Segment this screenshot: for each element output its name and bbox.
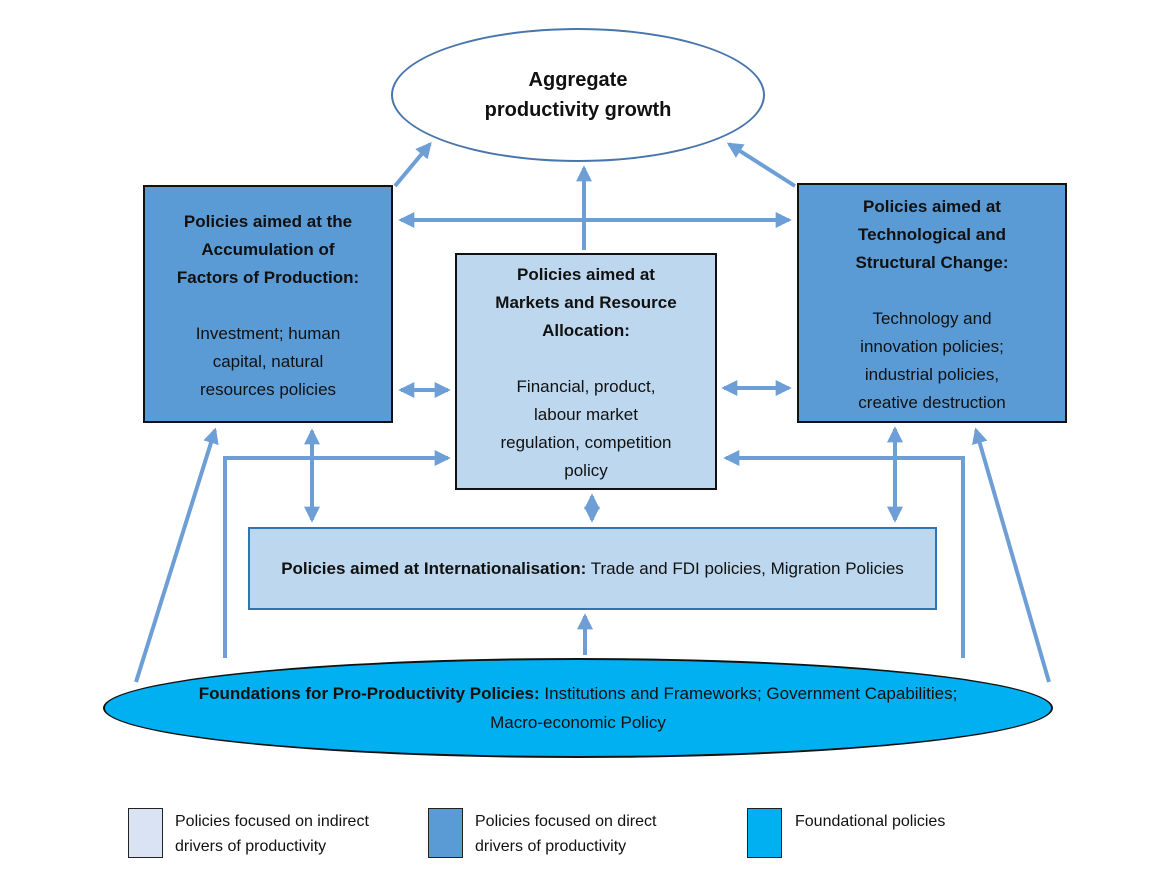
foundations-ellipse: Foundations for Pro-Productivity Policie… (103, 658, 1053, 758)
markets-body: Financial, product, labour market regula… (500, 377, 672, 480)
factors-body: Investment; human capital, natural resou… (195, 324, 341, 399)
markets-title: Policies aimed at Markets and Resource A… (495, 265, 677, 340)
aggregate-productivity-growth-node: Aggregate productivity growth (391, 28, 765, 162)
internationalisation-box: Policies aimed at Internationalisation: … (248, 527, 937, 610)
arrow-foundations-to-factors-diagonal (134, 427, 219, 683)
tech-title: Policies aimed at Technological and Stru… (855, 197, 1009, 272)
internationalisation-text: Policies aimed at Internationalisation: … (261, 555, 924, 582)
tech-body: Technology and innovation policies; indu… (858, 309, 1006, 412)
arrow-tech-to-aggregate (726, 142, 797, 188)
foundations-title: Foundations for Pro-Productivity Policie… (198, 684, 540, 703)
foundations-body: Institutions and Frameworks; Government … (490, 684, 958, 732)
internationalisation-title: Policies aimed at Internationalisation: (281, 559, 587, 578)
arrow-foundations-to-tech-diagonal (972, 427, 1051, 683)
legend-label-direct: Policies focused on direct drivers of pr… (475, 813, 657, 855)
legend-swatch-direct (428, 808, 463, 858)
legend-swatch-foundational (747, 808, 782, 858)
legend-label-foundational: Foundational policies (795, 813, 946, 830)
internationalisation-body: Trade and FDI policies, Migration Polici… (586, 559, 904, 578)
markets-resource-allocation-box: Policies aimed at Markets and Resource A… (455, 253, 717, 490)
factors-title: Policies aimed at the Accumulation of Fa… (176, 212, 360, 287)
legend-swatch-indirect (128, 808, 163, 858)
aggregate-title: Aggregate productivity growth (484, 69, 672, 121)
arrow-foundations-to-markets-right-elbow (723, 450, 965, 658)
technological-structural-change-box: Policies aimed at Technological and Stru… (797, 183, 1067, 423)
factors-of-production-box: Policies aimed at the Accumulation of Fa… (143, 185, 393, 423)
foundations-text: Foundations for Pro-Productivity Policie… (198, 679, 958, 737)
arrow-factors-to-aggregate (393, 141, 432, 188)
legend-label-indirect: Policies focused on indirect drivers of … (175, 813, 369, 855)
arrow-foundations-to-markets-left-elbow (223, 450, 451, 658)
